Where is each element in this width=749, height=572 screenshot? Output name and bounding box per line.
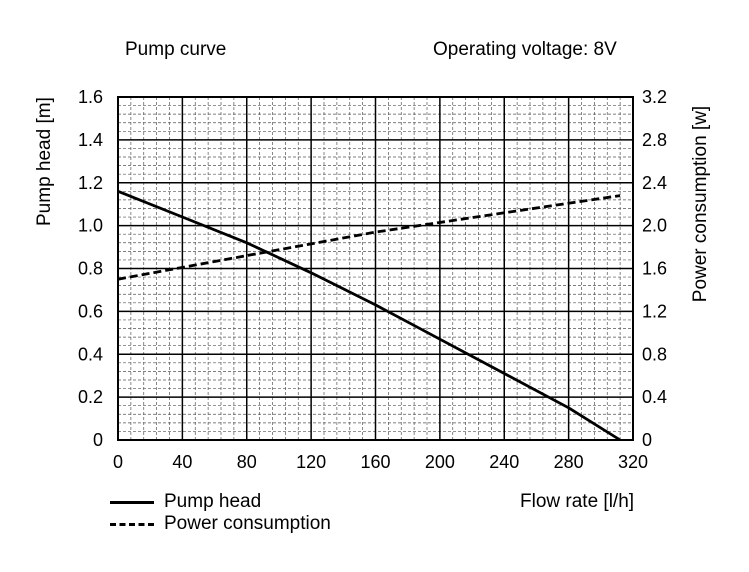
y-tick-label-right: 0 — [642, 430, 652, 450]
x-tick-label: 160 — [360, 452, 390, 472]
y-tick-label-left: 1.2 — [78, 173, 103, 193]
y-tick-label-left: 1.0 — [78, 216, 103, 236]
x-tick-label: 320 — [618, 452, 648, 472]
y-tick-label-left: 0.4 — [78, 344, 103, 364]
series-line-pump-head — [117, 189, 621, 442]
y-tick-label-right: 2.8 — [642, 130, 667, 150]
x-tick-label: 240 — [489, 452, 519, 472]
x-tick-label: 40 — [172, 452, 192, 472]
legend-label-power-consumption: Power consumption — [164, 513, 331, 534]
x-tick-label: 120 — [296, 452, 326, 472]
legend-label-pump-head: Pump head — [164, 491, 262, 512]
legend-item-pump-head: Pump head — [110, 491, 261, 513]
y-tick-label-left: 0 — [93, 430, 103, 450]
y-tick-label-right: 1.2 — [642, 301, 667, 321]
x-tick-label: 80 — [237, 452, 257, 472]
y-tick-label-right: 2.0 — [642, 216, 667, 236]
chart-title: Pump curve — [125, 39, 227, 60]
x-tick-label: 280 — [554, 452, 584, 472]
y-tick-label-right: 3.2 — [642, 87, 667, 107]
y-tick-label-right: 2.4 — [642, 173, 667, 193]
y-tick-label-right: 0.4 — [642, 387, 667, 407]
x-axis-label: Flow rate [l/h] — [520, 491, 635, 512]
legend-line-solid — [110, 500, 154, 504]
legend-line-dashed — [110, 522, 154, 526]
y-tick-label-left: 1.4 — [78, 130, 103, 150]
y-tick-label-left: 0.8 — [78, 259, 103, 279]
plot-frame — [117, 96, 634, 441]
y-tick-label-right: 1.6 — [642, 259, 667, 279]
chart-subtitle: Operating voltage: 8V — [433, 39, 617, 60]
x-tick-label: 200 — [425, 452, 455, 472]
y-tick-label-left: 0.6 — [78, 301, 103, 321]
legend-item-power-consumption: Power consumption — [110, 513, 331, 535]
y-tick-label-left: 0.2 — [78, 387, 103, 407]
y-tick-label-left: 1.6 — [78, 87, 103, 107]
x-tick-label: 0 — [113, 452, 123, 472]
series-line-power-consumption — [117, 194, 621, 281]
y-tick-label-right: 0.8 — [642, 344, 667, 364]
